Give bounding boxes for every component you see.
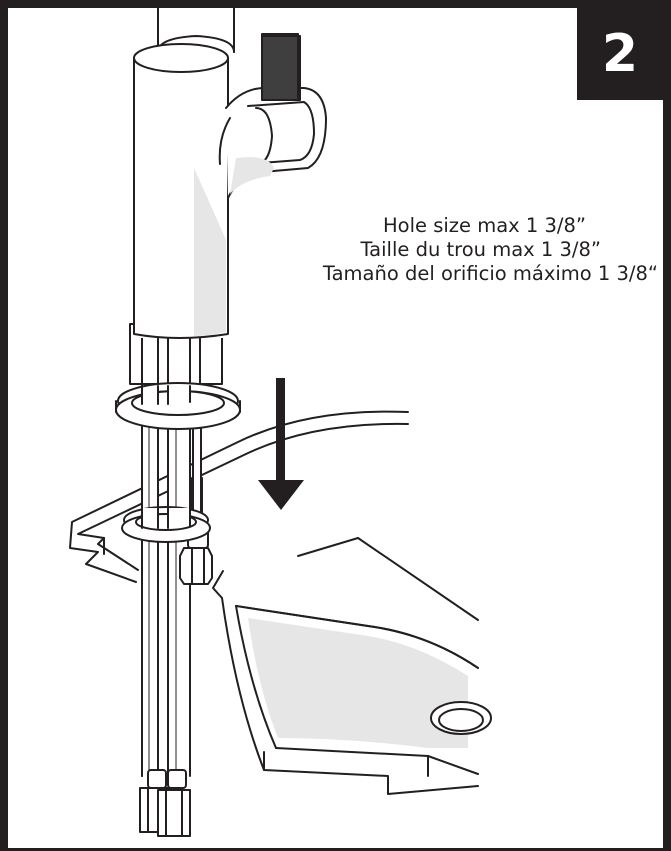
caption-english: Hole size max 1 3/8” — [383, 214, 586, 237]
countertop — [69, 410, 479, 621]
faucet-installation-illustration — [69, 8, 492, 837]
caption-spanish: Tamaño del orificio máximo 1 3/8“ — [322, 262, 658, 285]
sink-basin — [221, 597, 492, 795]
supply-hoses — [141, 319, 203, 777]
lever-handle — [261, 33, 301, 101]
faucet-body — [133, 8, 235, 339]
step-number-badge: 2 — [577, 8, 663, 100]
upper-mounting-ring — [115, 382, 241, 430]
handle-housing — [218, 86, 327, 199]
caption-french: Taille du trou max 1 3/8” — [360, 238, 601, 261]
shank-nut — [179, 522, 213, 585]
step-number: 2 — [601, 24, 639, 84]
lower-mounting-ring — [121, 506, 211, 543]
hose-end-fittings — [139, 769, 191, 837]
down-arrow — [258, 378, 304, 510]
hole-size-caption: Hole size max 1 3/8” Taille du trou max … — [248, 214, 658, 286]
